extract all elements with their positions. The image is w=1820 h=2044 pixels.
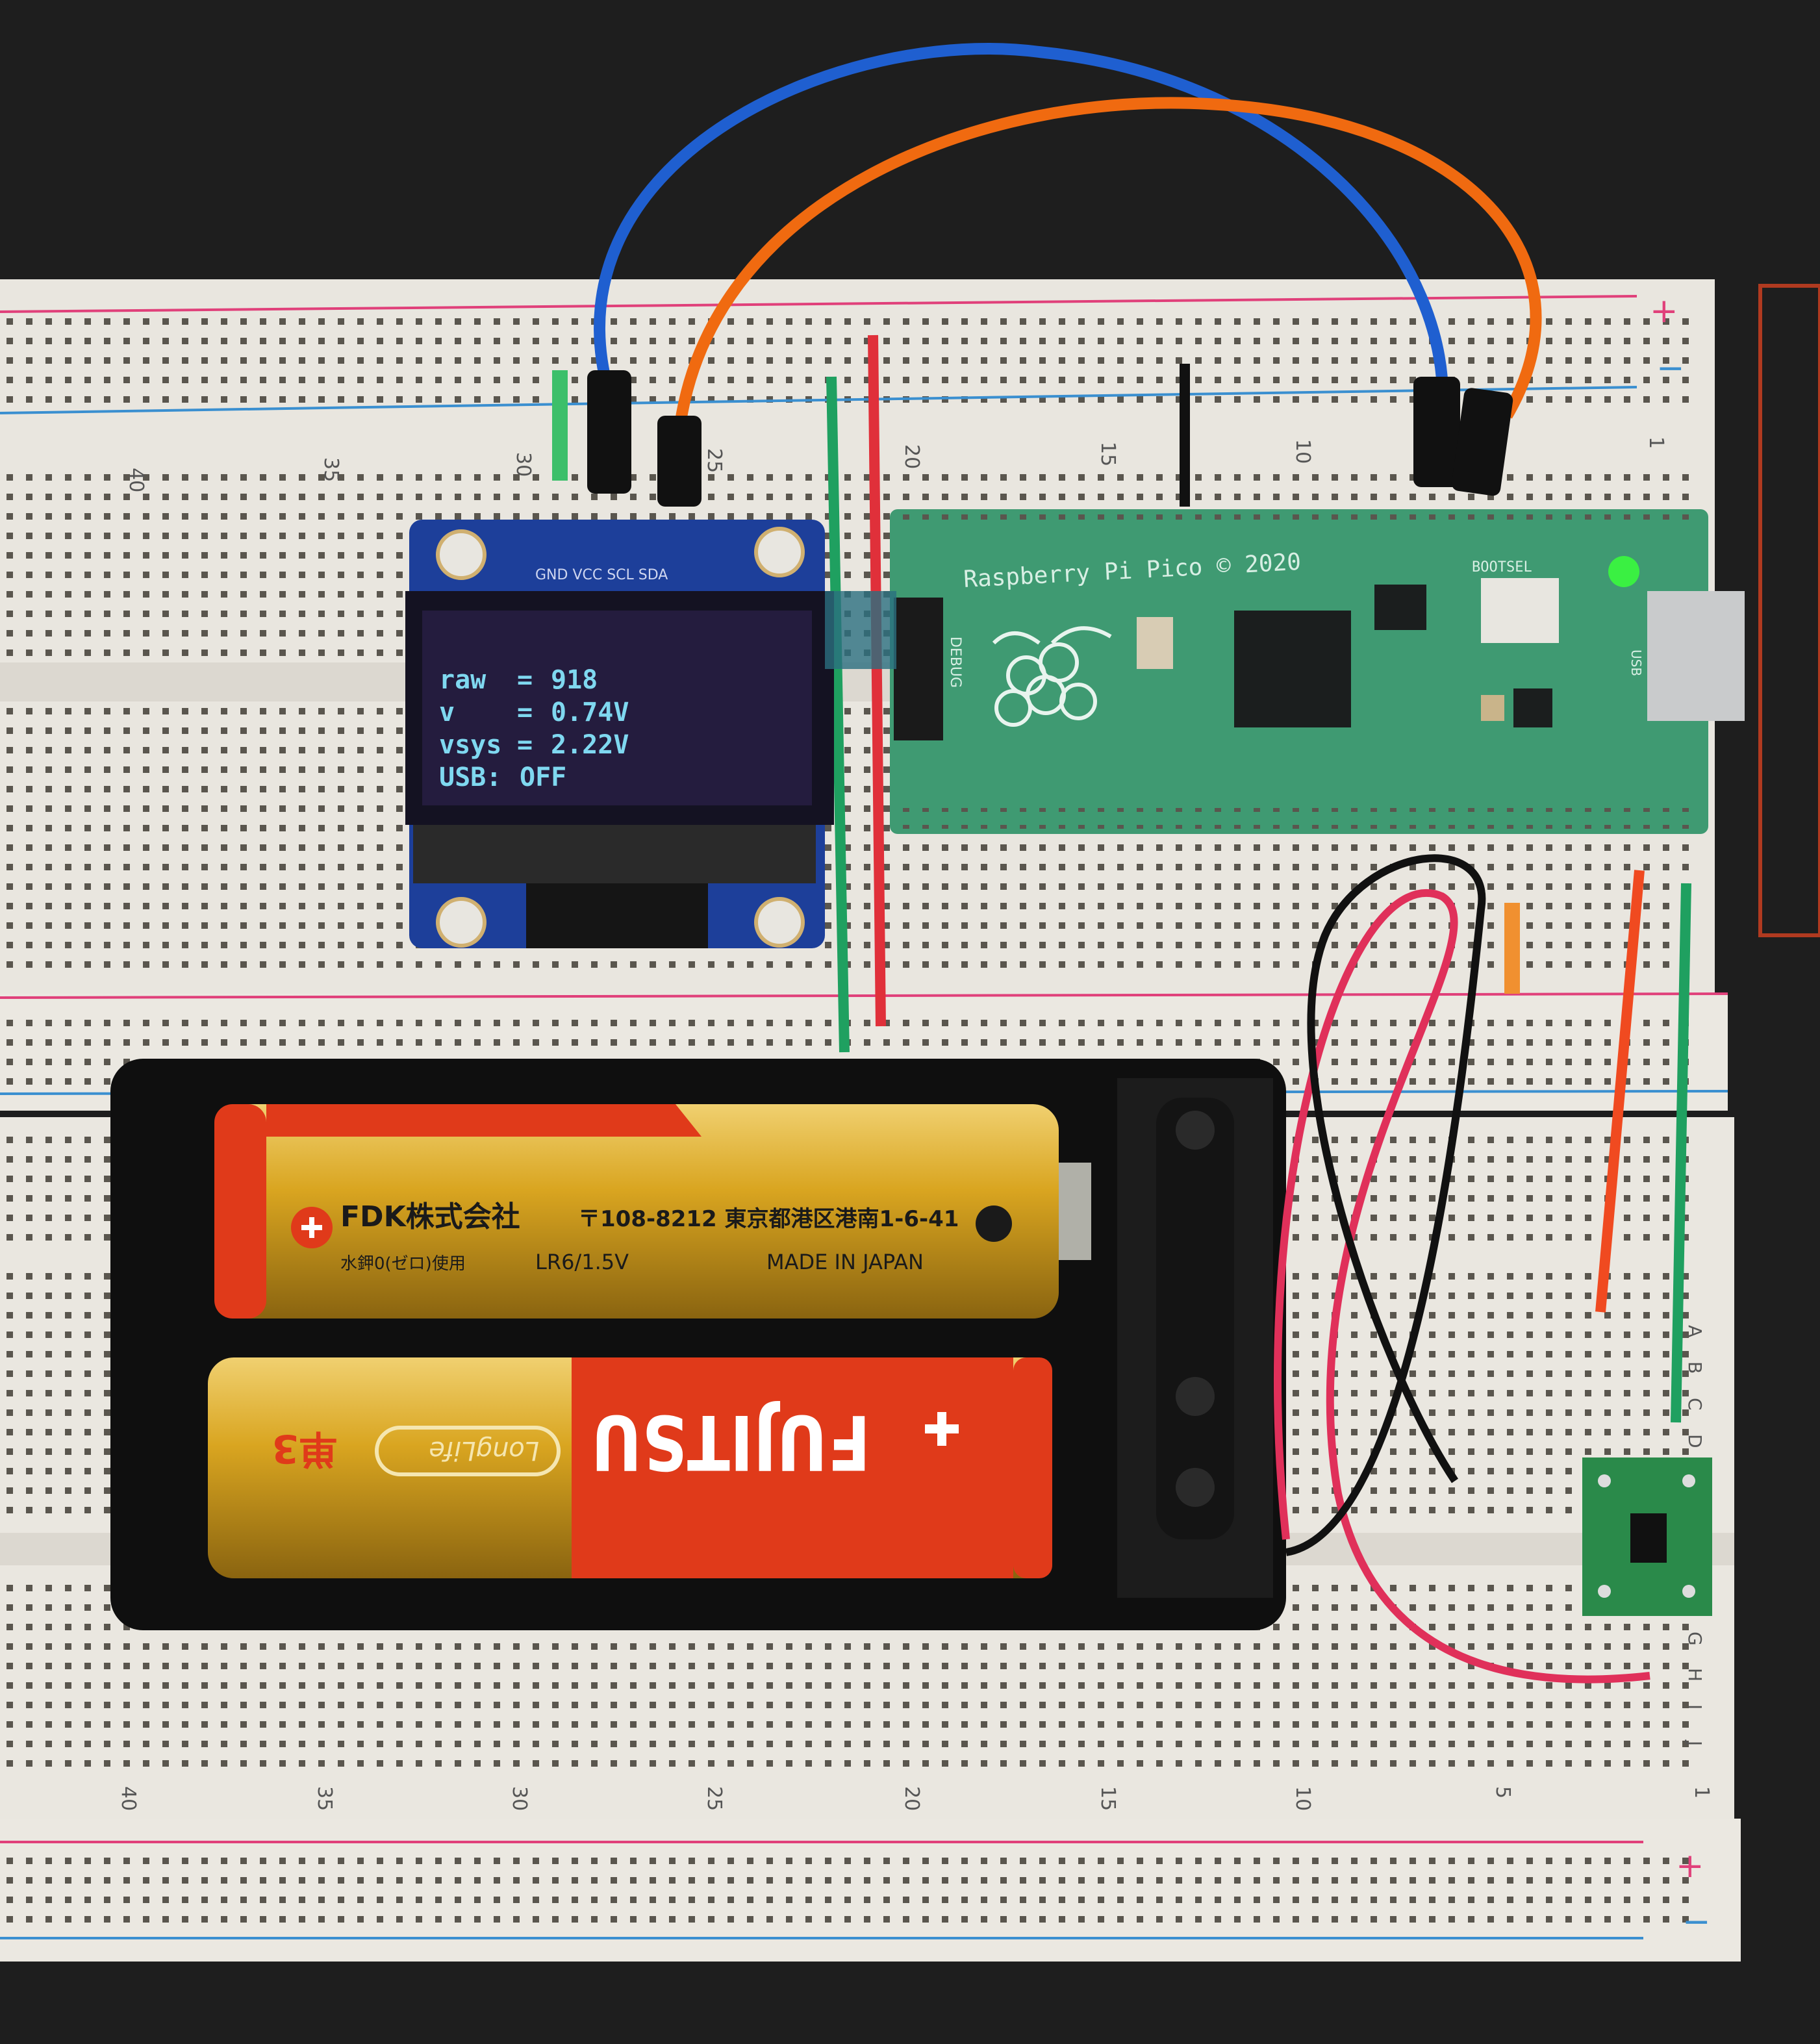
oled-line-vsys-value: 2.22V bbox=[551, 730, 629, 760]
bootsel-label: BOOTSEL bbox=[1472, 559, 1532, 575]
column-number: 25 bbox=[703, 1786, 726, 1811]
usb-label: USB bbox=[1628, 650, 1644, 676]
column-number: 1 bbox=[1690, 1786, 1713, 1798]
battery-brand-fdk: FDK株式会社 bbox=[340, 1200, 520, 1233]
row-letters: A B C D G H I J bbox=[1684, 1325, 1706, 1746]
column-number: 15 bbox=[1096, 1786, 1119, 1811]
battery-model: LR6/1.5V bbox=[535, 1250, 629, 1274]
oled-line-v-sep: = bbox=[517, 698, 533, 727]
column-number: 30 bbox=[508, 1786, 531, 1811]
column-number: 10 bbox=[1291, 1786, 1314, 1811]
power-led bbox=[1608, 556, 1639, 587]
oled-line-raw-label: raw bbox=[439, 665, 487, 695]
row-letter: H bbox=[1684, 1668, 1706, 1682]
row-letter: B bbox=[1684, 1361, 1706, 1374]
holder-red-lead bbox=[1274, 889, 1650, 1684]
row-letter: C bbox=[1684, 1398, 1706, 1411]
column-number: 5 bbox=[1491, 1786, 1514, 1798]
rail-plus-label: + bbox=[1650, 292, 1678, 331]
micro-usb-port[interactable] bbox=[1647, 591, 1745, 721]
battery-size: 単3 bbox=[272, 1426, 338, 1471]
orange-jumper-wire bbox=[672, 97, 1542, 442]
oled-module: GND VCC SCL SDA raw = 918 v = 0.74V vsys… bbox=[405, 520, 834, 948]
plus-icon bbox=[925, 1412, 959, 1446]
battery-brand-fujitsu: FUJITSU bbox=[591, 1398, 870, 1485]
battery-mercury-free: 水鉀0(ゼロ)使用 bbox=[340, 1254, 466, 1274]
mat-edge bbox=[1758, 284, 1820, 937]
row-letter: A bbox=[1684, 1325, 1706, 1337]
oled-screen bbox=[422, 611, 812, 805]
sensor-breakout-board bbox=[1582, 1457, 1712, 1616]
oled-line-usb-label: USB: bbox=[439, 763, 501, 792]
green-wire-right bbox=[1671, 883, 1691, 1423]
rail-markers: + − + − bbox=[1650, 292, 1711, 1941]
oled-line-v-value: 0.74V bbox=[551, 698, 629, 727]
column-number: 35 bbox=[313, 1786, 336, 1811]
rail-plus-label: + bbox=[1676, 1847, 1704, 1886]
column-numbers-bottom: 40 35 30 25 20 15 10 5 1 bbox=[117, 1786, 1713, 1811]
rail-minus-label: − bbox=[1656, 349, 1685, 388]
green-wire-vertical bbox=[826, 376, 850, 1053]
column-numbers-top: 40 35 30 25 20 15 10 1 bbox=[125, 436, 1667, 492]
column-number: 10 bbox=[1291, 439, 1314, 464]
row-letter: D bbox=[1684, 1434, 1706, 1448]
battery-origin: MADE IN JAPAN bbox=[766, 1250, 924, 1274]
oled-line-vsys-sep: = bbox=[517, 730, 533, 760]
debug-header bbox=[894, 598, 943, 740]
breadboard-bottom-rail bbox=[0, 1819, 1741, 1962]
bootsel-button[interactable] bbox=[1481, 578, 1559, 643]
blue-jumper-wire bbox=[594, 42, 1449, 416]
column-number: 20 bbox=[900, 444, 923, 469]
column-number: 20 bbox=[900, 1786, 923, 1811]
oled-readout: raw = 918 v = 0.74V vsys = 2.22V USB: OF… bbox=[439, 665, 629, 792]
column-number: 40 bbox=[117, 1786, 140, 1811]
column-number: 15 bbox=[1096, 442, 1119, 466]
column-number: 40 bbox=[125, 468, 147, 492]
minus-icon bbox=[976, 1205, 1012, 1242]
battery-top: FDK株式会社 〒108-8212 東京都港区港南1-6-41 水鉀0(ゼロ)使… bbox=[214, 1104, 1091, 1319]
column-number: 25 bbox=[703, 448, 726, 473]
jumper-plugs bbox=[587, 370, 1513, 507]
column-number: 1 bbox=[1645, 436, 1667, 449]
red-wire-vertical bbox=[868, 334, 886, 1027]
battery-address: 〒108-8212 東京都港区港南1-6-41 bbox=[578, 1206, 959, 1232]
oled-line-v-label: v bbox=[439, 698, 455, 727]
holder-black-lead bbox=[1285, 854, 1486, 1556]
oled-line-vsys-label: vsys bbox=[439, 730, 501, 760]
oled-line-raw-value: 918 bbox=[551, 665, 598, 695]
battery-series: LongLife bbox=[429, 1435, 539, 1465]
oled-pin-labels: GND VCC SCL SDA bbox=[535, 567, 668, 583]
row-letter: G bbox=[1684, 1632, 1706, 1646]
oled-line-raw-sep: = bbox=[517, 665, 533, 695]
column-number: 35 bbox=[320, 457, 342, 482]
column-number: 30 bbox=[512, 452, 535, 477]
oled-line-usb-value: OFF bbox=[520, 763, 566, 792]
raspberry-logo-icon bbox=[992, 626, 1112, 727]
raspberry-pi-pico: DEBUG Raspberry Pi Pico © 2020 BOOTSEL U… bbox=[890, 509, 1745, 834]
oled-ribbon bbox=[825, 591, 896, 669]
debug-label: DEBUG bbox=[947, 637, 963, 688]
battery-bottom: FUJITSU LongLife 単3 bbox=[208, 1357, 1052, 1578]
row-letter: I bbox=[1684, 1704, 1706, 1710]
red-wire-right bbox=[1595, 870, 1645, 1313]
row-letter: J bbox=[1684, 1739, 1706, 1746]
rail-minus-label: − bbox=[1682, 1902, 1711, 1941]
rp2040-chip bbox=[1234, 611, 1351, 727]
